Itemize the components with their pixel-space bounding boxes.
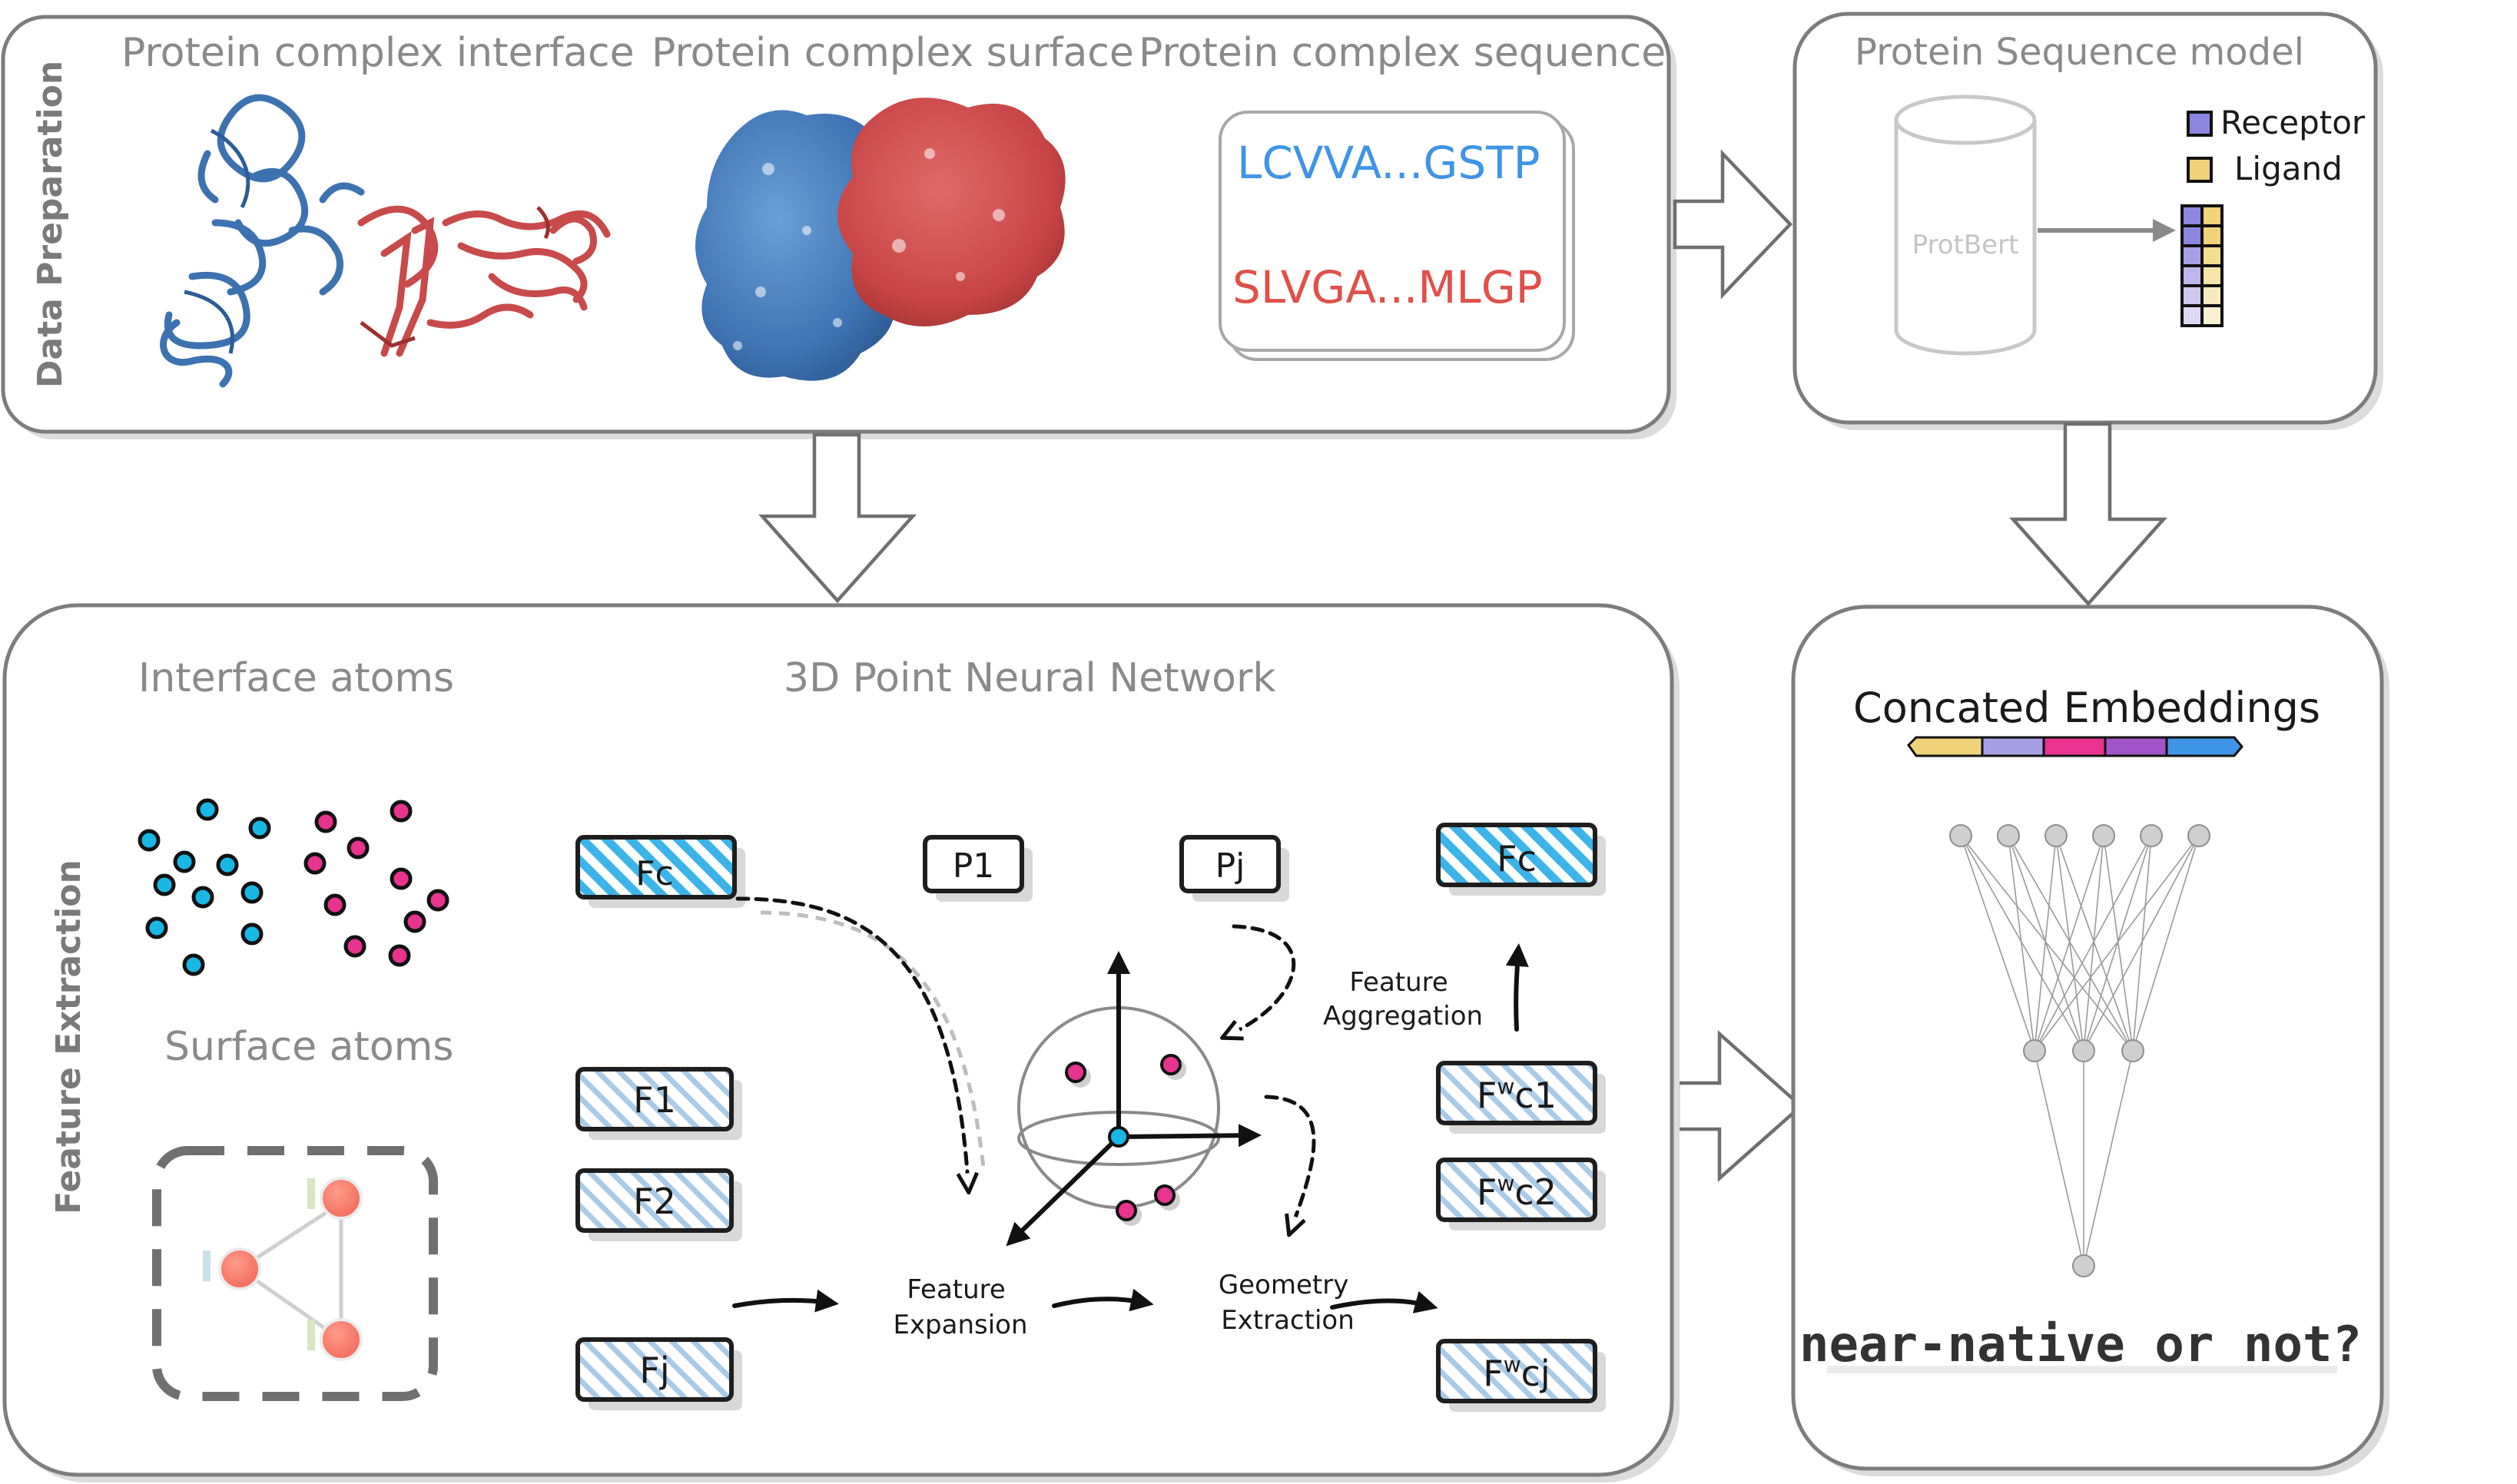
receptor-sequence: LCVVA...GSTP <box>1237 137 1540 189</box>
fc-output-box: Fc <box>1436 823 1606 896</box>
fwc2-box: Fwc2 <box>1436 1158 1606 1231</box>
aggregation-up-arrow <box>1505 943 1529 1032</box>
expansion-to-geometry-arrow <box>1052 1288 1154 1312</box>
fc-input-label: Fc <box>635 854 674 893</box>
surface-atoms-title: Surface atoms <box>164 1024 453 1070</box>
network-title: 3D Point Neural Network <box>784 655 1275 701</box>
f1-box: F1 <box>575 1067 742 1140</box>
svg-text:Fwc2: Fwc2 <box>1477 1171 1557 1213</box>
concated-embedding-bar <box>1907 736 2243 757</box>
fwc2-label: c2 <box>1514 1171 1557 1213</box>
arrow-model-to-classifier <box>2008 422 2168 607</box>
interface-ribbon-image <box>160 94 611 388</box>
receptor-legend-swatch <box>2187 111 2213 137</box>
interface-atom-dots <box>138 798 449 976</box>
protbert-label: ProtBert <box>1912 230 2019 260</box>
sequence-card: LCVVA...GSTP SLVGA...MLGP <box>1219 111 1575 361</box>
interface-title: Protein complex interface <box>121 30 635 76</box>
cylinder-model-icon: ProtBert <box>1894 94 2037 356</box>
sequence-model-title: Protein Sequence model <box>1855 31 2304 74</box>
fwcj-prefix: F <box>1483 1353 1503 1394</box>
data-preparation-panel: Data Preparation Protein complex interfa… <box>1 15 1676 439</box>
arrow-prep-to-model <box>1673 149 1793 300</box>
fwc1-box: Fwc1 <box>1436 1061 1606 1134</box>
p1-box: P1 <box>923 835 1033 902</box>
receptor-legend-label: Receptor <box>2220 104 2366 141</box>
fc-to-expansion-arrow <box>735 896 968 1183</box>
fc-input-box: Fc <box>575 835 745 908</box>
sequence-model-panel: Protein Sequence model ProtBert Receptor… <box>1792 12 2383 430</box>
pj-label: Pj <box>1215 846 1245 886</box>
feature-expansion-label: Feature Expansion <box>893 1274 1027 1340</box>
neural-network-icon <box>1949 824 2210 1277</box>
pj-to-sphere-arrow <box>1231 924 1296 1034</box>
surface-blob-image <box>695 98 1066 381</box>
data-preparation-label: Data Preparation <box>31 61 70 388</box>
near-native-question: near-native or not? <box>1799 1317 2362 1373</box>
fj-box: Fj <box>575 1337 742 1410</box>
fc-output-label: Fc <box>1497 838 1537 879</box>
fj-label: Fj <box>639 1350 669 1391</box>
fwc2-sup: w <box>1497 1171 1515 1196</box>
fwcj-label: cj <box>1521 1353 1550 1394</box>
sequence-title: Protein complex sequence <box>1139 30 1666 76</box>
fwc2-prefix: F <box>1477 1171 1497 1213</box>
geometry-to-fw-arrow <box>1330 1290 1438 1313</box>
classifier-panel: Concated Embeddings <box>1791 605 2389 1476</box>
embedding-stack <box>2180 204 2224 327</box>
feature-aggregation-label: Feature Aggregation <box>1323 967 1483 1032</box>
surface-atoms-box <box>152 1146 438 1401</box>
concated-embeddings-title: Concated Embeddings <box>1853 684 2320 732</box>
f1-label: F1 <box>633 1079 676 1121</box>
f2-label: F2 <box>633 1181 676 1222</box>
sphere-to-geometry-arrow <box>1264 1095 1316 1226</box>
fc-dashed-shadow <box>760 910 986 1168</box>
arrow-feature-to-classifier <box>1676 1029 1804 1183</box>
f-to-expansion-arrow <box>732 1289 839 1313</box>
f2-box: F2 <box>575 1168 742 1241</box>
pj-box: Pj <box>1179 835 1289 902</box>
feature-extraction-label: Feature Extraction <box>49 860 88 1214</box>
question-underline <box>1827 1366 2337 1373</box>
fwc1-label: c1 <box>1514 1075 1557 1116</box>
interface-atoms-title: Interface atoms <box>138 655 454 701</box>
fwcj-box: Fwcj <box>1436 1339 1606 1412</box>
surface-title: Protein complex surface <box>652 30 1134 76</box>
ligand-sequence: SLVGA...MLGP <box>1232 261 1543 313</box>
geometry-extraction-label: Geometry Extraction <box>1219 1270 1357 1336</box>
svg-text:Fwcj: Fwcj <box>1483 1352 1550 1394</box>
p1-label: P1 <box>953 846 995 886</box>
feature-extraction-panel: Feature Extraction Interface atoms Surfa… <box>2 603 1680 1482</box>
fwc1-prefix: F <box>1477 1075 1497 1116</box>
fwc1-sup: w <box>1497 1074 1515 1099</box>
ligand-legend-swatch <box>2187 157 2213 183</box>
ligand-legend-label: Ligand <box>2234 150 2343 187</box>
fwcj-sup: w <box>1504 1352 1521 1377</box>
sphere-axes-icon <box>1006 951 1262 1247</box>
arrow-prep-to-feature <box>758 432 917 604</box>
svg-text:Fwc1: Fwc1 <box>1477 1074 1557 1116</box>
